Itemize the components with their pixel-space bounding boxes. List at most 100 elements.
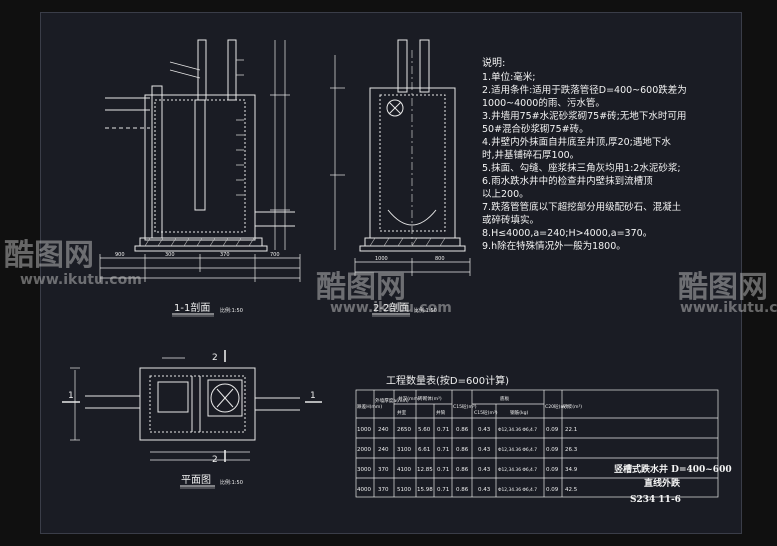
table-cell: 370	[378, 467, 389, 473]
table-cell: 15.98	[417, 487, 433, 493]
table-cell: 0.09	[546, 487, 559, 493]
table-cell: 22.1	[565, 427, 577, 433]
notes-line: 1.单位:毫米;	[482, 71, 535, 83]
notes-line: 5.抹面、勾缝、座浆抹三角灰均用1:2水泥砂浆;	[482, 162, 681, 174]
plan-title: 平面图	[181, 474, 211, 486]
table-cell: 0.86	[456, 487, 469, 493]
table-cell: 370	[378, 487, 389, 493]
notes-line: 6.雨水跌水井中的检查井内壁抹到流槽顶	[482, 175, 653, 187]
table-subheader-cell: 底板	[500, 395, 510, 402]
table-row: 1000 240 2650 5.60 0.71 0.86 0.43 Φ12,34…	[357, 427, 577, 433]
cut-mark-2-top: 2	[212, 353, 218, 363]
cut-mark-1-left: 1	[68, 391, 74, 401]
table-header-cell: 钢筋(kg)	[510, 409, 529, 416]
table-cell: 0.09	[546, 447, 559, 453]
notes-line: 50#混合砂浆砌75#砖。	[482, 123, 589, 135]
table-cell: 0.43	[478, 467, 491, 473]
table-cell: 0.43	[478, 427, 491, 433]
table-cell: 0.71	[437, 467, 449, 473]
notes-line: 7.跌落管管底以下超挖部分用级配砂石、混凝土	[482, 201, 682, 213]
cad-sheet	[40, 12, 742, 534]
table-header-cell: C15砼(m³)	[453, 403, 477, 410]
table-cell: 240	[378, 427, 389, 433]
notes-heading: 说明:	[482, 56, 505, 69]
dim-label-f: 800	[435, 256, 445, 262]
table-cell: 0.43	[478, 447, 491, 453]
table-cell: 2000	[357, 447, 371, 453]
table-header-cell: 砖砌体(m³)	[418, 395, 442, 402]
table-cell: 0.71	[437, 427, 449, 433]
plan-drawing	[62, 350, 322, 489]
table-subheader-cell: 井室	[397, 409, 407, 416]
watermark-url-right: www.ikutu.com	[680, 300, 777, 316]
dim-label-e: 1000	[375, 256, 388, 262]
table-cell: 3100	[397, 447, 411, 453]
section-2-scale: 比例:1:50	[414, 307, 437, 314]
table-cell: 0.43	[478, 487, 491, 493]
section-1-scale: 比例:1:50	[220, 307, 243, 314]
table-cell: Φ12,34.36 Φ6,4.7	[498, 467, 537, 473]
cut-mark-1-right: 1	[310, 391, 316, 401]
dim-label-a: 900	[115, 252, 125, 258]
title-block-line2: 直线外跌	[644, 477, 681, 489]
table-cell: 0.09	[546, 427, 559, 433]
watermark-logo-right: 酷图网	[678, 270, 768, 305]
notes-line: 9.h除在特殊情况外一般为1800。	[482, 240, 626, 252]
watermark-url-left: www.ikutu.com	[20, 272, 142, 288]
table-cell: 0.86	[456, 427, 469, 433]
table-header-cell: 外墙厚度a(mm)	[375, 397, 409, 404]
table-cell: 0.86	[456, 467, 469, 473]
table-cell: 0.86	[456, 447, 469, 453]
table-cell: Φ12,34.36 Φ6,4.7	[498, 487, 537, 493]
table-header-cell: 井深(mm)	[398, 395, 420, 402]
table-cell: 4100	[397, 467, 411, 473]
quantity-table: 工程数量表(按D=600计算) 跌差H(mm) 外墙厚度a(mm) 井深(mm)…	[357, 374, 582, 493]
dim-label-c: 370	[220, 252, 230, 258]
table-cell: Φ12,34.36 Φ6,4.7	[498, 427, 537, 433]
table-header-cell: C20砼(m³)	[545, 403, 569, 410]
table-cell: 42.5	[565, 487, 578, 493]
dim-label-d: 700	[270, 252, 280, 258]
title-block-line1: 竖槽式跌水井 D=400~600	[614, 463, 732, 475]
watermark-url-center: www.ikutu.com	[330, 300, 452, 316]
watermark-logo-center: 酷图网	[316, 270, 406, 305]
dim-label-b: 300	[165, 252, 175, 258]
table-row: 3000 370 4100 12.85 0.71 0.86 0.43 Φ12,3…	[357, 467, 578, 473]
plan-scale: 比例:1:50	[220, 479, 243, 486]
notes-line: 3.井墙用75#水泥砂浆砌75#砖;无地下水时可用	[482, 110, 686, 122]
notes-line: 或碎砖填实。	[482, 214, 539, 226]
table-row: 2000 240 3100 6.61 0.71 0.86 0.43 Φ12,34…	[357, 447, 578, 453]
table-row: 4000 370 5100 15.98 0.71 0.86 0.43 Φ12,3…	[357, 487, 578, 493]
section-2-title: 2-2剖面	[373, 301, 409, 314]
table-cell: 0.71	[437, 487, 449, 493]
section-1-1-drawing	[99, 39, 301, 317]
table-cell: 5.60	[418, 427, 431, 433]
notes-line: 1000~4000的雨、污水管。	[482, 97, 605, 109]
table-cell: 1000	[357, 427, 371, 433]
table-cell: 34.9	[565, 467, 578, 473]
notes-block: 说明: 1.单位:毫米; 2.适用条件:适用于跌落管径D=400~600跌差为 …	[482, 56, 687, 252]
table-cell: 0.71	[437, 447, 449, 453]
table-cell: 2650	[397, 427, 411, 433]
table-header-cell: C15砼(m³)	[474, 409, 498, 416]
table-cell: 5100	[397, 487, 411, 493]
notes-line: 4.井壁内外抹面自井底至井顶,厚20;遇地下水	[482, 136, 671, 148]
quantity-table-grid	[355, 389, 719, 498]
table-cell: Φ12,34.36 Φ6,4.7	[498, 447, 537, 453]
table-header-cell: 跌差H(mm)	[357, 403, 382, 410]
section-1-title: 1-1剖面	[174, 301, 210, 314]
title-block-line3: S234 11-6	[630, 495, 681, 505]
notes-line: 时,井基铺碎石厚100。	[482, 149, 579, 161]
section-2-2-drawing	[330, 39, 471, 317]
table-cell: 26.3	[565, 447, 578, 453]
table-cell: 12.85	[417, 467, 433, 473]
table-cell: 6.61	[418, 447, 430, 453]
table-cell: 240	[378, 447, 389, 453]
notes-line: 以上200。	[482, 189, 529, 200]
table-header-cell: 砂浆(m³)	[563, 403, 582, 410]
title-block: 竖槽式跌水井 D=400~600 直线外跌 S234 11-6	[614, 463, 732, 505]
table-cell: 0.09	[546, 467, 559, 473]
notes-line: 8.H≤4000,a=240;H>4000,a=370。	[482, 228, 652, 239]
